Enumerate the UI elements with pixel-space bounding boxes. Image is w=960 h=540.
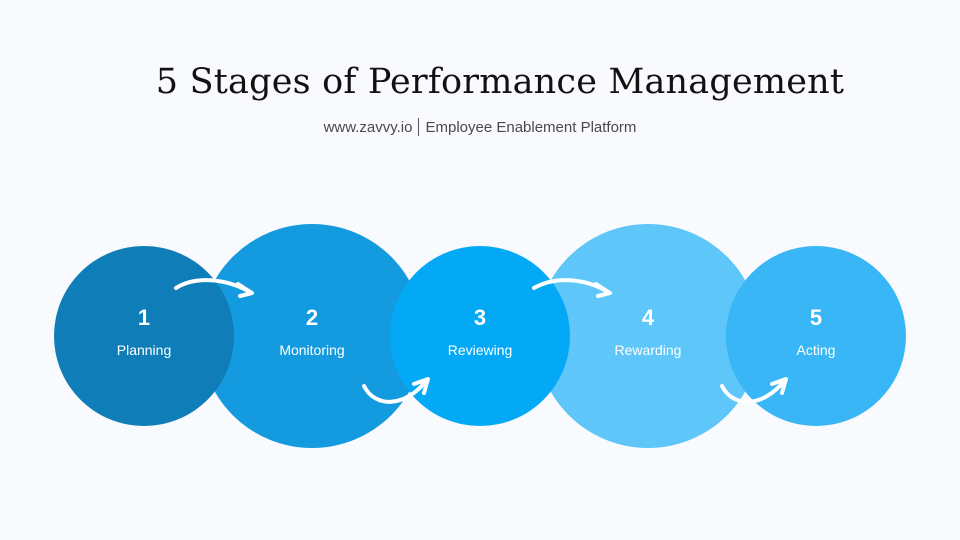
stage-3-circle: 3 Reviewing	[390, 246, 570, 426]
stage-2-circle: 2 Monitoring	[200, 224, 424, 448]
stage-label: Monitoring	[279, 342, 345, 358]
tagline: Employee Enablement Platform	[425, 119, 637, 136]
site-url: www.zavvy.io	[323, 119, 413, 136]
page-title: 5 Stages of Performance Management	[155, 62, 845, 102]
stage-5-circle: 5 Acting	[726, 246, 906, 426]
stage-label: Reviewing	[447, 342, 513, 358]
stage-4-circle: 4 Rewarding	[536, 224, 760, 448]
subtitle: www.zavvy.io Employee Enablement Platform	[0, 118, 960, 136]
stage-label: Planning	[116, 342, 172, 358]
stage-number: 4	[641, 305, 655, 330]
stage-label: Rewarding	[614, 342, 682, 358]
stage-label: Acting	[796, 342, 836, 358]
stage-1-circle: 1 Planning	[54, 246, 234, 426]
stage-number: 5	[809, 305, 823, 330]
stage-number: 2	[305, 305, 319, 330]
divider	[418, 118, 420, 136]
stage-number: 3	[473, 305, 487, 330]
stage-number: 1	[137, 305, 151, 330]
